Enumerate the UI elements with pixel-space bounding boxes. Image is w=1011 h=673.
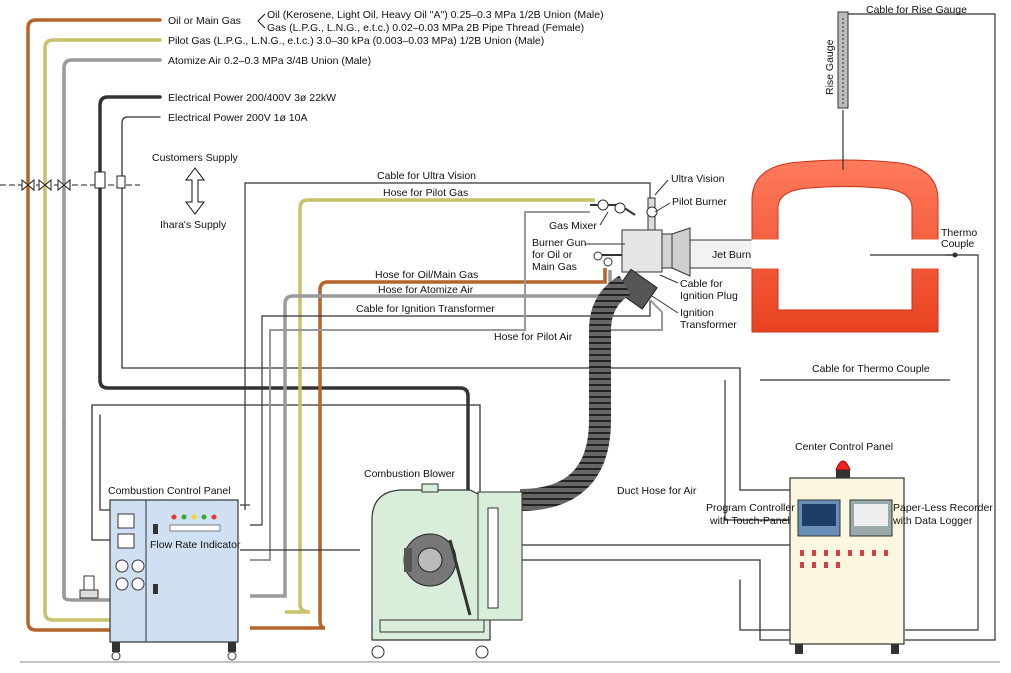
hose-atomize-air-label: Hose for Atomize Air <box>378 284 474 296</box>
power-1ph-label: Electrical Power 200V 1ø 10A <box>168 112 307 124</box>
burner-gun-body <box>621 229 663 273</box>
center-control-panel-label: Center Control Panel <box>795 441 893 453</box>
cable-thermo-couple-label: Cable for Thermo Couple <box>812 363 930 375</box>
hose-pilot-gas-label: Hose for Pilot Gas <box>383 187 468 199</box>
center-control-panel: Center Control Panel Program Controller … <box>706 441 993 654</box>
pilot-burner-label: Pilot Burner <box>672 196 727 208</box>
combustion-control-panel: Combustion Control Panel Flow Rate Indic… <box>79 485 241 661</box>
supply-labels: Oil or Main Gas Oil (Kerosene, Light Oil… <box>152 9 604 231</box>
hose-oil-main-gas-label: Hose for Oil/Main Gas <box>375 269 478 281</box>
gas-option-label: Gas (L.P.G., L.N.G., e.t.c.) 0.02–0.03 M… <box>267 22 584 34</box>
cable-ultra-vision-label: Cable for Ultra Vision <box>377 170 476 182</box>
ultra-vision-label: Ultra Vision <box>671 173 725 185</box>
burner-gun-label-2: for Oil or <box>532 249 573 261</box>
warning-lamp-icon <box>835 460 851 471</box>
rise-gauge-label: Rise Gauge <box>824 39 836 95</box>
supply-valves <box>0 171 140 192</box>
hose-pilot-air-label: Hose for Pilot Air <box>494 331 573 343</box>
cable-rise-gauge-label: Cable for Rise Gauge <box>866 4 967 16</box>
combustion-blower: Combustion Blower <box>364 468 523 659</box>
ihara-supply-label: Ihara's Supply <box>160 219 227 231</box>
duct-hose-air-label: Duct Hose for Air <box>617 485 697 497</box>
atomize-air-line <box>62 58 162 602</box>
supply-boundary-arrow-icon <box>185 167 205 215</box>
flow-rate-indicator-label: Flow Rate Indicator <box>150 539 241 551</box>
recorder-label-1: Paper-Less Recorder <box>893 502 993 514</box>
pilot-gas-line <box>43 38 162 622</box>
cable-ignition-transformer-label: Cable for Ignition Transformer <box>356 303 495 315</box>
atomize-air-label: Atomize Air 0.2–0.3 MPa 3/4B Union (Male… <box>168 55 371 67</box>
oil-main-gas-label: Oil or Main Gas <box>168 15 241 27</box>
power-3ph-line <box>98 95 470 502</box>
power-3ph-label: Electrical Power 200/400V 3ø 22kW <box>168 92 336 104</box>
ignition-transformer-label-1: Ignition <box>680 307 714 319</box>
program-controller-label-2: with Touch-Panel <box>709 515 790 527</box>
cable-ignition-plug-label-2: Ignition Plug <box>680 290 738 302</box>
recorder-label-2: with Data Logger <box>892 515 973 527</box>
thermo-couple-label-2: Couple <box>941 238 974 250</box>
flow-rate-indicator-display <box>117 533 135 549</box>
ignition-transformer-label-2: Transformer <box>680 319 737 331</box>
connection-labels: Cable for Ultra Vision Hose for Pilot Ga… <box>356 4 967 497</box>
oil-line <box>26 18 162 632</box>
panel-switches <box>800 550 888 568</box>
cable-ignition-plug-label-1: Cable for <box>680 278 723 290</box>
furnace: Thermo Couple Rise Gauge <box>751 11 977 333</box>
program-controller-label-1: Program Controller <box>706 502 795 514</box>
jet-burner-label: Jet Burner <box>712 249 761 261</box>
power-1ph-line <box>121 116 791 491</box>
gas-mixer-label: Gas Mixer <box>549 220 597 232</box>
panel-indicator-lamps <box>169 514 221 532</box>
thermo-couple-label-1: Thermo <box>941 227 977 239</box>
connection-lines <box>240 13 996 641</box>
combustion-control-panel-label: Combustion Control Panel <box>108 485 231 497</box>
duct-hose <box>519 275 632 511</box>
customers-supply-label: Customers Supply <box>152 152 239 164</box>
burner-gun-label-3: Main Gas <box>532 261 577 273</box>
oil-option-label: Oil (Kerosene, Light Oil, Heavy Oil "A")… <box>267 9 604 21</box>
combustion-blower-label: Combustion Blower <box>364 468 456 480</box>
burner-gun-label-1: Burner Gun <box>532 237 586 249</box>
pilot-gas-label: Pilot Gas (L.P.G., L.N.G., e.t.c.) 3.0–3… <box>168 35 544 47</box>
supply-lines <box>26 18 791 641</box>
